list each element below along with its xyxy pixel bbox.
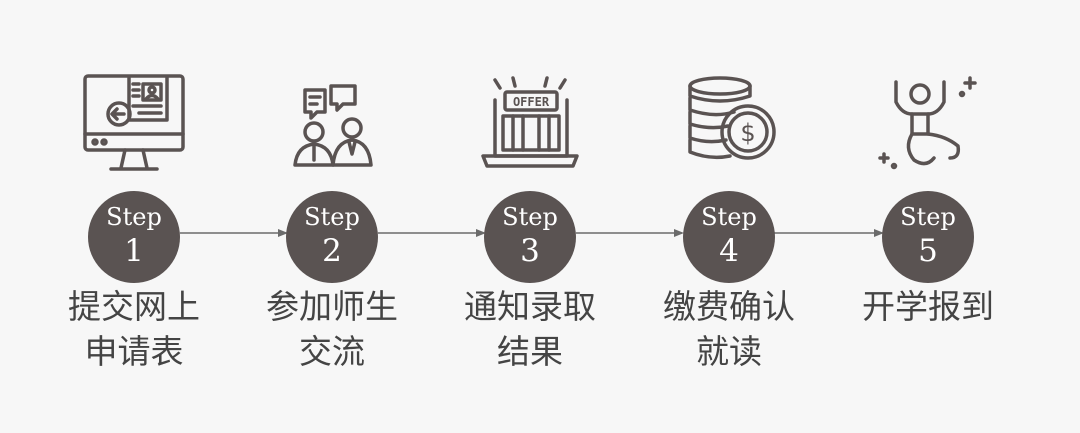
step-4-word: Step — [701, 203, 757, 231]
step-1-label-line-2: 申请表 — [84, 332, 184, 371]
step-4-circle: Step 4 — [683, 191, 775, 283]
arrow-2-3 — [378, 229, 486, 237]
step-3-label: 通知录取 结果 — [440, 284, 620, 374]
step-2-number: 2 — [322, 233, 342, 269]
arrow-1-2 — [180, 229, 288, 237]
computer-application-icon — [79, 70, 189, 180]
step-3-label-line-1: 通知录取 — [464, 287, 596, 326]
step-5-word: Step — [900, 203, 956, 231]
step-3-circle: Step 3 — [484, 191, 576, 283]
step-3-word: Step — [502, 203, 558, 231]
step-4-label-line-2: 就读 — [696, 332, 762, 371]
step-1-circle: Step 1 — [88, 191, 180, 283]
step-5-label: 开学报到 — [838, 284, 1018, 329]
arrow-3-4 — [576, 229, 684, 237]
step-3-number: 3 — [520, 233, 540, 269]
step-2-label-line-1: 参加师生 — [266, 287, 398, 326]
coins-dollar-icon: $ — [674, 70, 784, 180]
step-4-label: 缴费确认 就读 — [639, 284, 819, 374]
step-2-circle: Step 2 — [286, 191, 378, 283]
coin-dollar-symbol: $ — [740, 119, 755, 147]
step-5-circle: Step 5 — [882, 191, 974, 283]
offer-sign-text: OFFER — [513, 95, 550, 109]
step-2-label-line-2: 交流 — [299, 332, 365, 371]
step-2-word: Step — [304, 203, 360, 231]
step-5-number: 5 — [918, 233, 938, 269]
step-1-number: 1 — [124, 233, 144, 269]
step-2-label: 参加师生 交流 — [242, 284, 422, 374]
teacher-student-chat-icon — [277, 70, 387, 180]
offer-laptop-icon: OFFER — [475, 70, 585, 180]
step-5-label-line-1: 开学报到 — [862, 287, 994, 326]
step-1-label: 提交网上 申请表 — [44, 284, 224, 374]
step-1-word: Step — [106, 203, 162, 231]
celebrating-person-icon — [874, 70, 984, 180]
step-4-number: 4 — [719, 233, 739, 269]
step-4-label-line-1: 缴费确认 — [663, 287, 795, 326]
arrow-4-5 — [774, 229, 884, 237]
step-3-label-line-2: 结果 — [497, 332, 563, 371]
step-1-label-line-1: 提交网上 — [68, 287, 200, 326]
